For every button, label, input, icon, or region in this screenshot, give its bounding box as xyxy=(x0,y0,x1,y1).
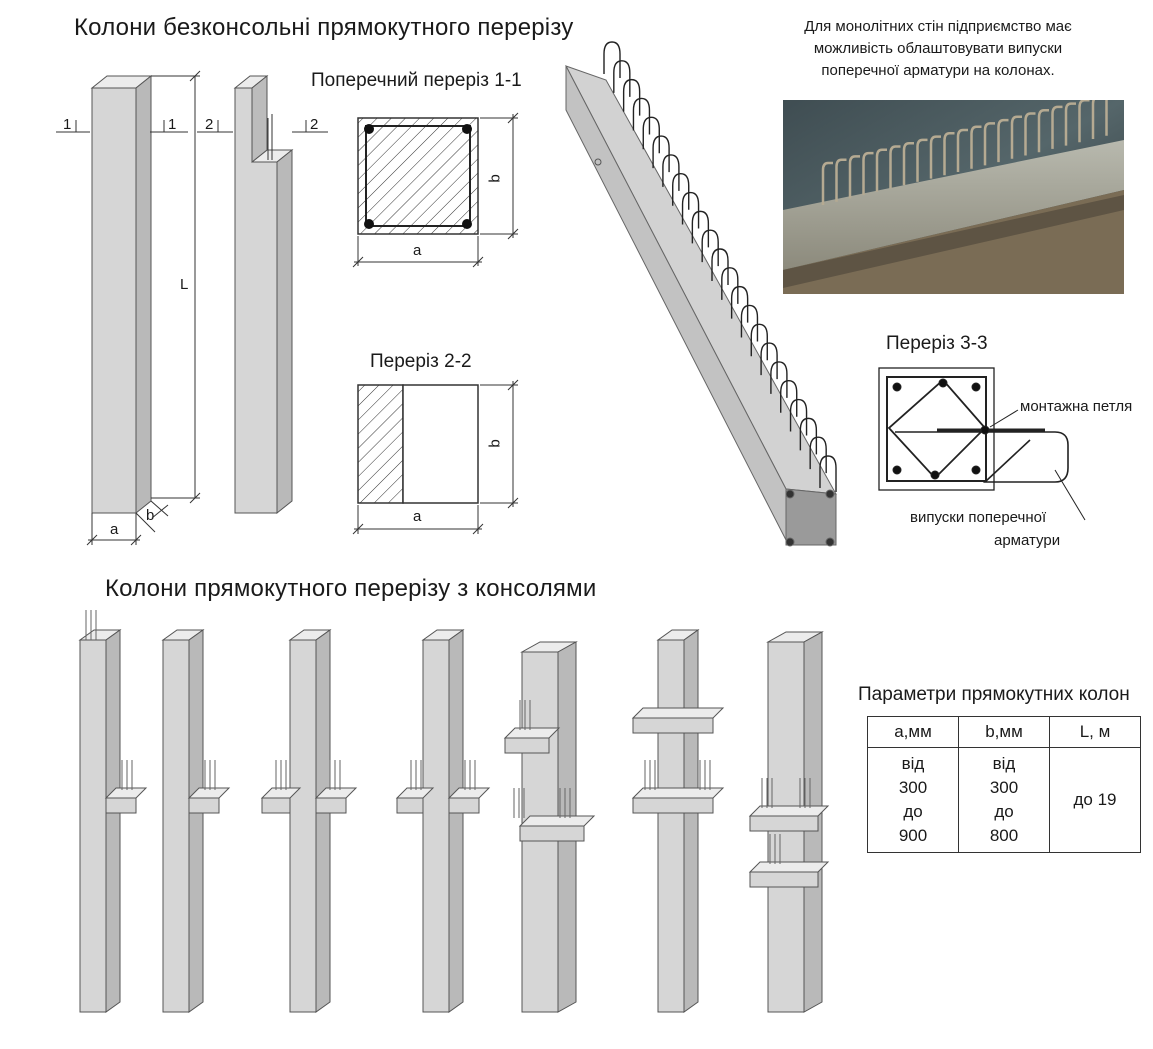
a-from: від xyxy=(901,754,925,773)
inclined-column-with-rebar xyxy=(564,65,837,547)
rebar-loops xyxy=(603,41,837,492)
section-1-1-drawing xyxy=(352,112,519,268)
photo-note: Для монолітних стін підприємство має мож… xyxy=(804,18,1072,79)
cut-label-2-right: 2 xyxy=(310,116,319,133)
section-2-2-title: Переріз 2-2 xyxy=(370,351,472,372)
b-from: від xyxy=(992,754,1016,773)
params-title: Параметри прямокутних колон xyxy=(858,684,1130,705)
dim-b-column1: b xyxy=(146,507,155,524)
a-max: 900 xyxy=(898,826,928,845)
cell-a-range: від 300 до 900 xyxy=(867,747,959,853)
dim-line-a-col1 xyxy=(86,500,169,546)
title-columns-with-consoles: Колони прямокутного перерізу з консолями xyxy=(105,575,597,602)
params-table: а,мм b,мм L, м від 300 до 900 від 300 до… xyxy=(867,716,1141,853)
dim-a-section11: a xyxy=(413,242,422,259)
mounting-loop-label: монтажна петля xyxy=(1020,398,1133,415)
cut-mark-2 xyxy=(197,114,328,160)
cell-L-value: до 19 xyxy=(1049,747,1141,853)
section-3-3-drawing xyxy=(878,367,1086,521)
a-min: 300 xyxy=(898,778,928,797)
dim-L-column1: L xyxy=(180,276,189,293)
column-rebar-photo xyxy=(783,100,1124,294)
cut-label-1-left: 1 xyxy=(63,116,72,133)
cut-label-1-right: 1 xyxy=(168,116,177,133)
rebar-outlets-label-2: арматури xyxy=(994,532,1061,549)
cell-b-range: від 300 до 800 xyxy=(958,747,1050,853)
section-1-1-title: Поперечний переріз 1-1 xyxy=(311,70,522,91)
b-min: 300 xyxy=(989,778,1019,797)
console-columns-row xyxy=(78,610,830,1013)
dim-a-column1: a xyxy=(110,521,119,538)
a-to: до xyxy=(903,802,923,821)
rebar-outlets-label-1: випуски поперечної xyxy=(910,509,1047,526)
section-3-3-title: Переріз 3-3 xyxy=(886,333,988,354)
title-columns-without-consoles: Колони безконсольні прямокутного переріз… xyxy=(74,14,574,41)
dim-line-L xyxy=(151,70,201,504)
dim-a-section22: a xyxy=(413,508,422,525)
cut-mark-1 xyxy=(56,120,188,133)
column-stepped-2 xyxy=(233,74,294,515)
section-2-2-drawing xyxy=(352,379,519,535)
cut-label-2-left: 2 xyxy=(205,116,214,133)
header-L: L, м xyxy=(1049,716,1141,748)
column-straight-1 xyxy=(90,74,153,515)
b-to: до xyxy=(994,802,1014,821)
b-max: 800 xyxy=(989,826,1019,845)
